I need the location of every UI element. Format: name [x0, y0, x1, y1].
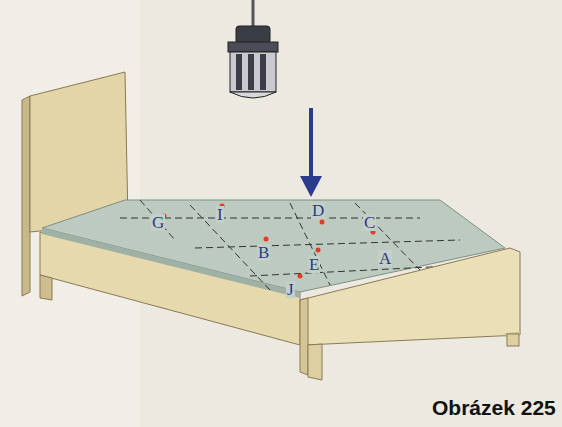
point-label: B [257, 244, 270, 261]
figure-caption: Obrázek 225 [432, 396, 556, 420]
point-label: C [363, 214, 376, 231]
point-label: J [286, 281, 295, 298]
point-label: A [378, 250, 392, 267]
point-label: I [216, 206, 224, 223]
point-label: E [308, 256, 320, 273]
point-label: G [151, 214, 165, 231]
point-label: D [311, 202, 325, 219]
